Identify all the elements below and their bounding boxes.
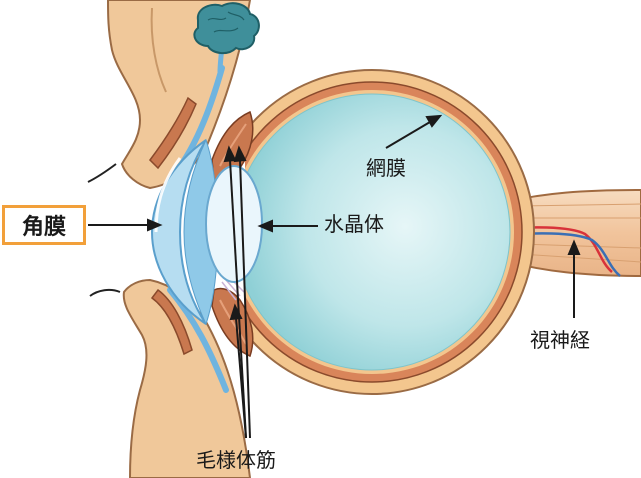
upper-eyelash (87, 163, 117, 183)
lens-label: 水晶体 (324, 212, 384, 236)
retina-label: 網膜 (366, 156, 406, 180)
upper-eyelid-muscle (149, 96, 197, 170)
cornea-label: 角膜 (21, 215, 66, 240)
ciliary-leader-upper-2 (239, 159, 251, 439)
optic-nerve-label: 視神経 (530, 328, 590, 352)
ciliary-muscle-label: 毛様体筋 (196, 448, 276, 472)
lower-eyelid-muscle (150, 288, 193, 356)
retina-leader (385, 121, 431, 149)
cornea-highlight-box: 角膜 (2, 205, 86, 245)
ciliary-leader-upper-1 (229, 159, 247, 439)
lower-eyelash (89, 288, 121, 297)
ciliary-leader-lower (235, 317, 247, 439)
lacrimal-gland (193, 2, 260, 54)
